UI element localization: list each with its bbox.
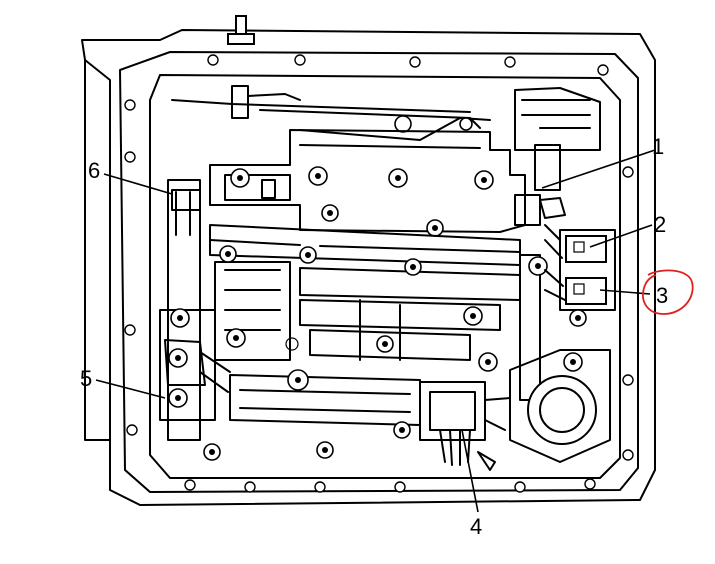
leader-4	[461, 429, 479, 513]
highlight-circle-3	[642, 269, 694, 315]
callout-4: 4	[470, 514, 482, 539]
leader-3	[599, 289, 651, 295]
callout-labels: 1 2 3 4 5 6	[80, 134, 668, 539]
callout-leaders	[95, 149, 656, 513]
callout-5: 5	[80, 366, 92, 391]
pan-rail-bolt-holes	[124, 54, 634, 493]
center-valve-section	[229, 258, 521, 459]
wiring-connector	[419, 381, 511, 471]
transmission-case-outline	[81, 29, 656, 506]
callout-1: 1	[652, 134, 664, 159]
callout-2: 2	[654, 212, 666, 237]
upper-valve-body	[209, 129, 526, 237]
manual-valve-linkage	[171, 85, 601, 151]
callout-3: 3	[656, 283, 668, 308]
leader-6	[103, 173, 173, 195]
leader-5	[95, 379, 166, 399]
leader-2	[589, 224, 653, 248]
leader-1	[541, 149, 656, 189]
right-solenoid-section	[514, 144, 616, 401]
callout-6: 6	[88, 158, 100, 183]
left-connector	[164, 189, 206, 386]
top-fitting	[227, 15, 255, 45]
servo-assembly	[509, 349, 611, 463]
